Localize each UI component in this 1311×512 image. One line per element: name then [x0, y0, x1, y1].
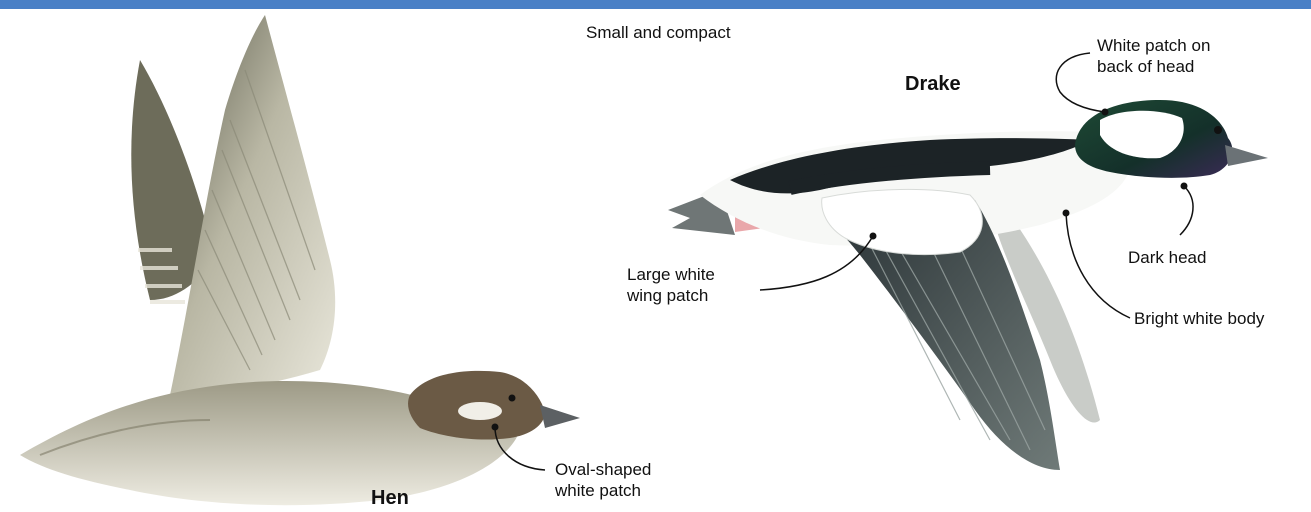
leader-dark-head — [1180, 186, 1193, 235]
label-oval-patch: Oval-shaped white patch — [555, 459, 651, 501]
hen-bill — [540, 405, 580, 428]
drake-illustration — [668, 100, 1268, 470]
drake-eye — [1214, 126, 1222, 134]
drake-bill — [1225, 145, 1268, 166]
hen-eye — [509, 395, 516, 402]
subtitle: Small and compact — [586, 22, 731, 43]
label-white-patch: White patch on back of head — [1097, 35, 1210, 77]
label-wing-patch: Large white wing patch — [627, 264, 715, 306]
hen-title: Hen — [371, 487, 409, 510]
leader-bright-body — [1066, 213, 1130, 318]
label-dark-head: Dark head — [1128, 247, 1206, 268]
drake-title: Drake — [905, 73, 961, 96]
hen-cheek-patch — [458, 402, 502, 420]
label-bright-body: Bright white body — [1134, 308, 1264, 329]
